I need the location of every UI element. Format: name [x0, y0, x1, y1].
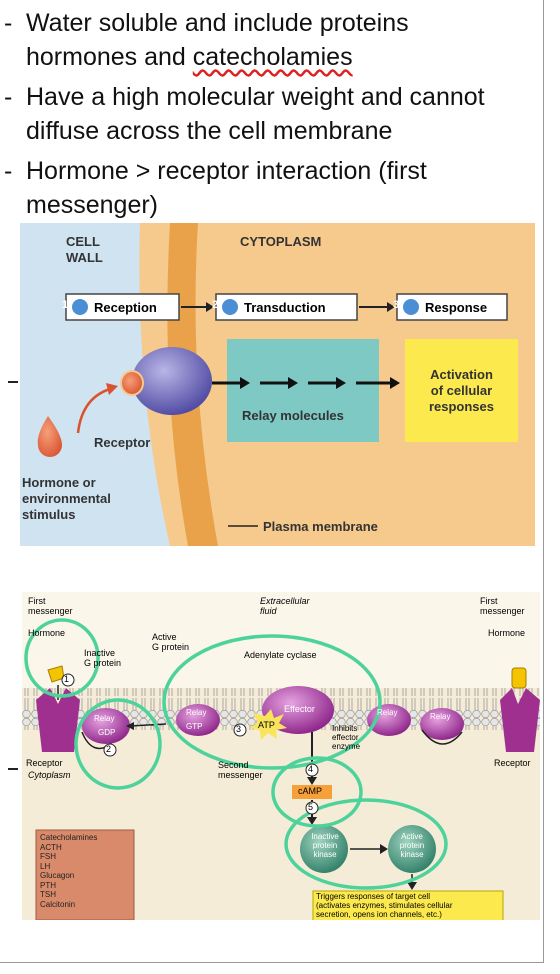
active-kinase-shape	[388, 825, 436, 873]
step-3-marker	[403, 299, 419, 315]
atp-burst	[250, 709, 287, 740]
receptor-shape	[132, 347, 212, 415]
bullet-line: Water soluble and include proteins	[26, 9, 409, 37]
transduction-label: Transduction	[244, 300, 326, 315]
atp-label: ATP	[258, 720, 275, 730]
step-num: 1	[64, 674, 70, 684]
relay-box	[227, 339, 379, 442]
effector-shape	[262, 686, 334, 734]
bullet-dash: -	[4, 157, 13, 185]
relay-label: Relay	[186, 708, 207, 717]
relay-label: Relay	[377, 708, 398, 717]
right-hormone	[511, 667, 527, 689]
bullet-line: diffuse across the cell membrane	[26, 117, 393, 145]
reception-label: Reception	[94, 300, 157, 315]
step-num: 5	[308, 802, 314, 812]
camp-box	[292, 785, 332, 799]
page-frame	[0, 0, 544, 963]
inactive-kinase-shape	[300, 825, 348, 873]
gtp-label: GTP	[186, 722, 203, 731]
relay-label: Relay	[94, 714, 115, 723]
step-1-marker	[72, 299, 88, 315]
bullet-line: hormones and	[26, 43, 193, 71]
bullet-line: Have a high molecular weight and cannot	[26, 83, 485, 111]
bullet-line: Hormone > receptor interaction (first	[26, 157, 427, 185]
margin-dash	[8, 381, 18, 383]
signal-transduction-svg	[20, 223, 518, 546]
g-protein-svg	[22, 592, 540, 920]
bound-hormone	[122, 372, 142, 394]
right-relay-2	[420, 708, 464, 740]
step-num: 2	[106, 744, 112, 754]
effector-label: Effector	[284, 704, 315, 714]
hormone-right-label: Hormone	[488, 628, 526, 638]
relay-label: Relay	[430, 712, 451, 721]
right-receptor	[500, 688, 540, 752]
receptor-left-label: Receptor	[26, 758, 63, 768]
hormone-drop	[37, 416, 62, 457]
plasma-membrane-label: Plasma membrane	[263, 519, 378, 534]
camp-label: cAMP	[298, 786, 323, 796]
left-receptor	[36, 688, 80, 752]
relay-molecules-label: Relay molecules	[242, 408, 344, 423]
hormone-list-box	[35, 829, 135, 920]
transduction-box	[215, 293, 358, 321]
misspelled-word[interactable]: catecholamies	[192, 43, 353, 71]
receptor-right-label: Receptor	[494, 758, 531, 768]
active-relay	[176, 704, 220, 736]
activation-box	[405, 339, 518, 442]
step-num: 4	[308, 764, 314, 774]
step-3-number: 3	[392, 299, 400, 311]
bullet-dash: -	[4, 9, 13, 37]
highlight-rings	[24, 618, 448, 890]
response-label: Response	[425, 300, 488, 315]
receptor-label: Receptor	[94, 435, 151, 450]
cytoplasm-label: Cytoplasm	[28, 770, 71, 780]
triggers-box	[312, 890, 504, 920]
relay-arrows	[212, 377, 400, 389]
step-num: 3	[236, 724, 242, 734]
margin-dash	[8, 768, 18, 770]
inactive-relay	[82, 708, 130, 744]
step-1-number: 1	[61, 299, 69, 311]
hormone-left-label: Hormone	[28, 628, 66, 638]
adenylate-label: Adenylate cyclase	[244, 650, 317, 660]
bullet-dash: -	[4, 83, 13, 111]
step-2-number: 2	[211, 299, 219, 311]
bullet-line: messenger)	[26, 191, 158, 219]
gdp-label: GDP	[98, 728, 116, 737]
step-2-marker	[222, 299, 238, 315]
triggers-label: Triggers responses of target cell(activa…	[316, 892, 453, 919]
cytoplasm-label: CYTOPLASM	[240, 234, 322, 249]
